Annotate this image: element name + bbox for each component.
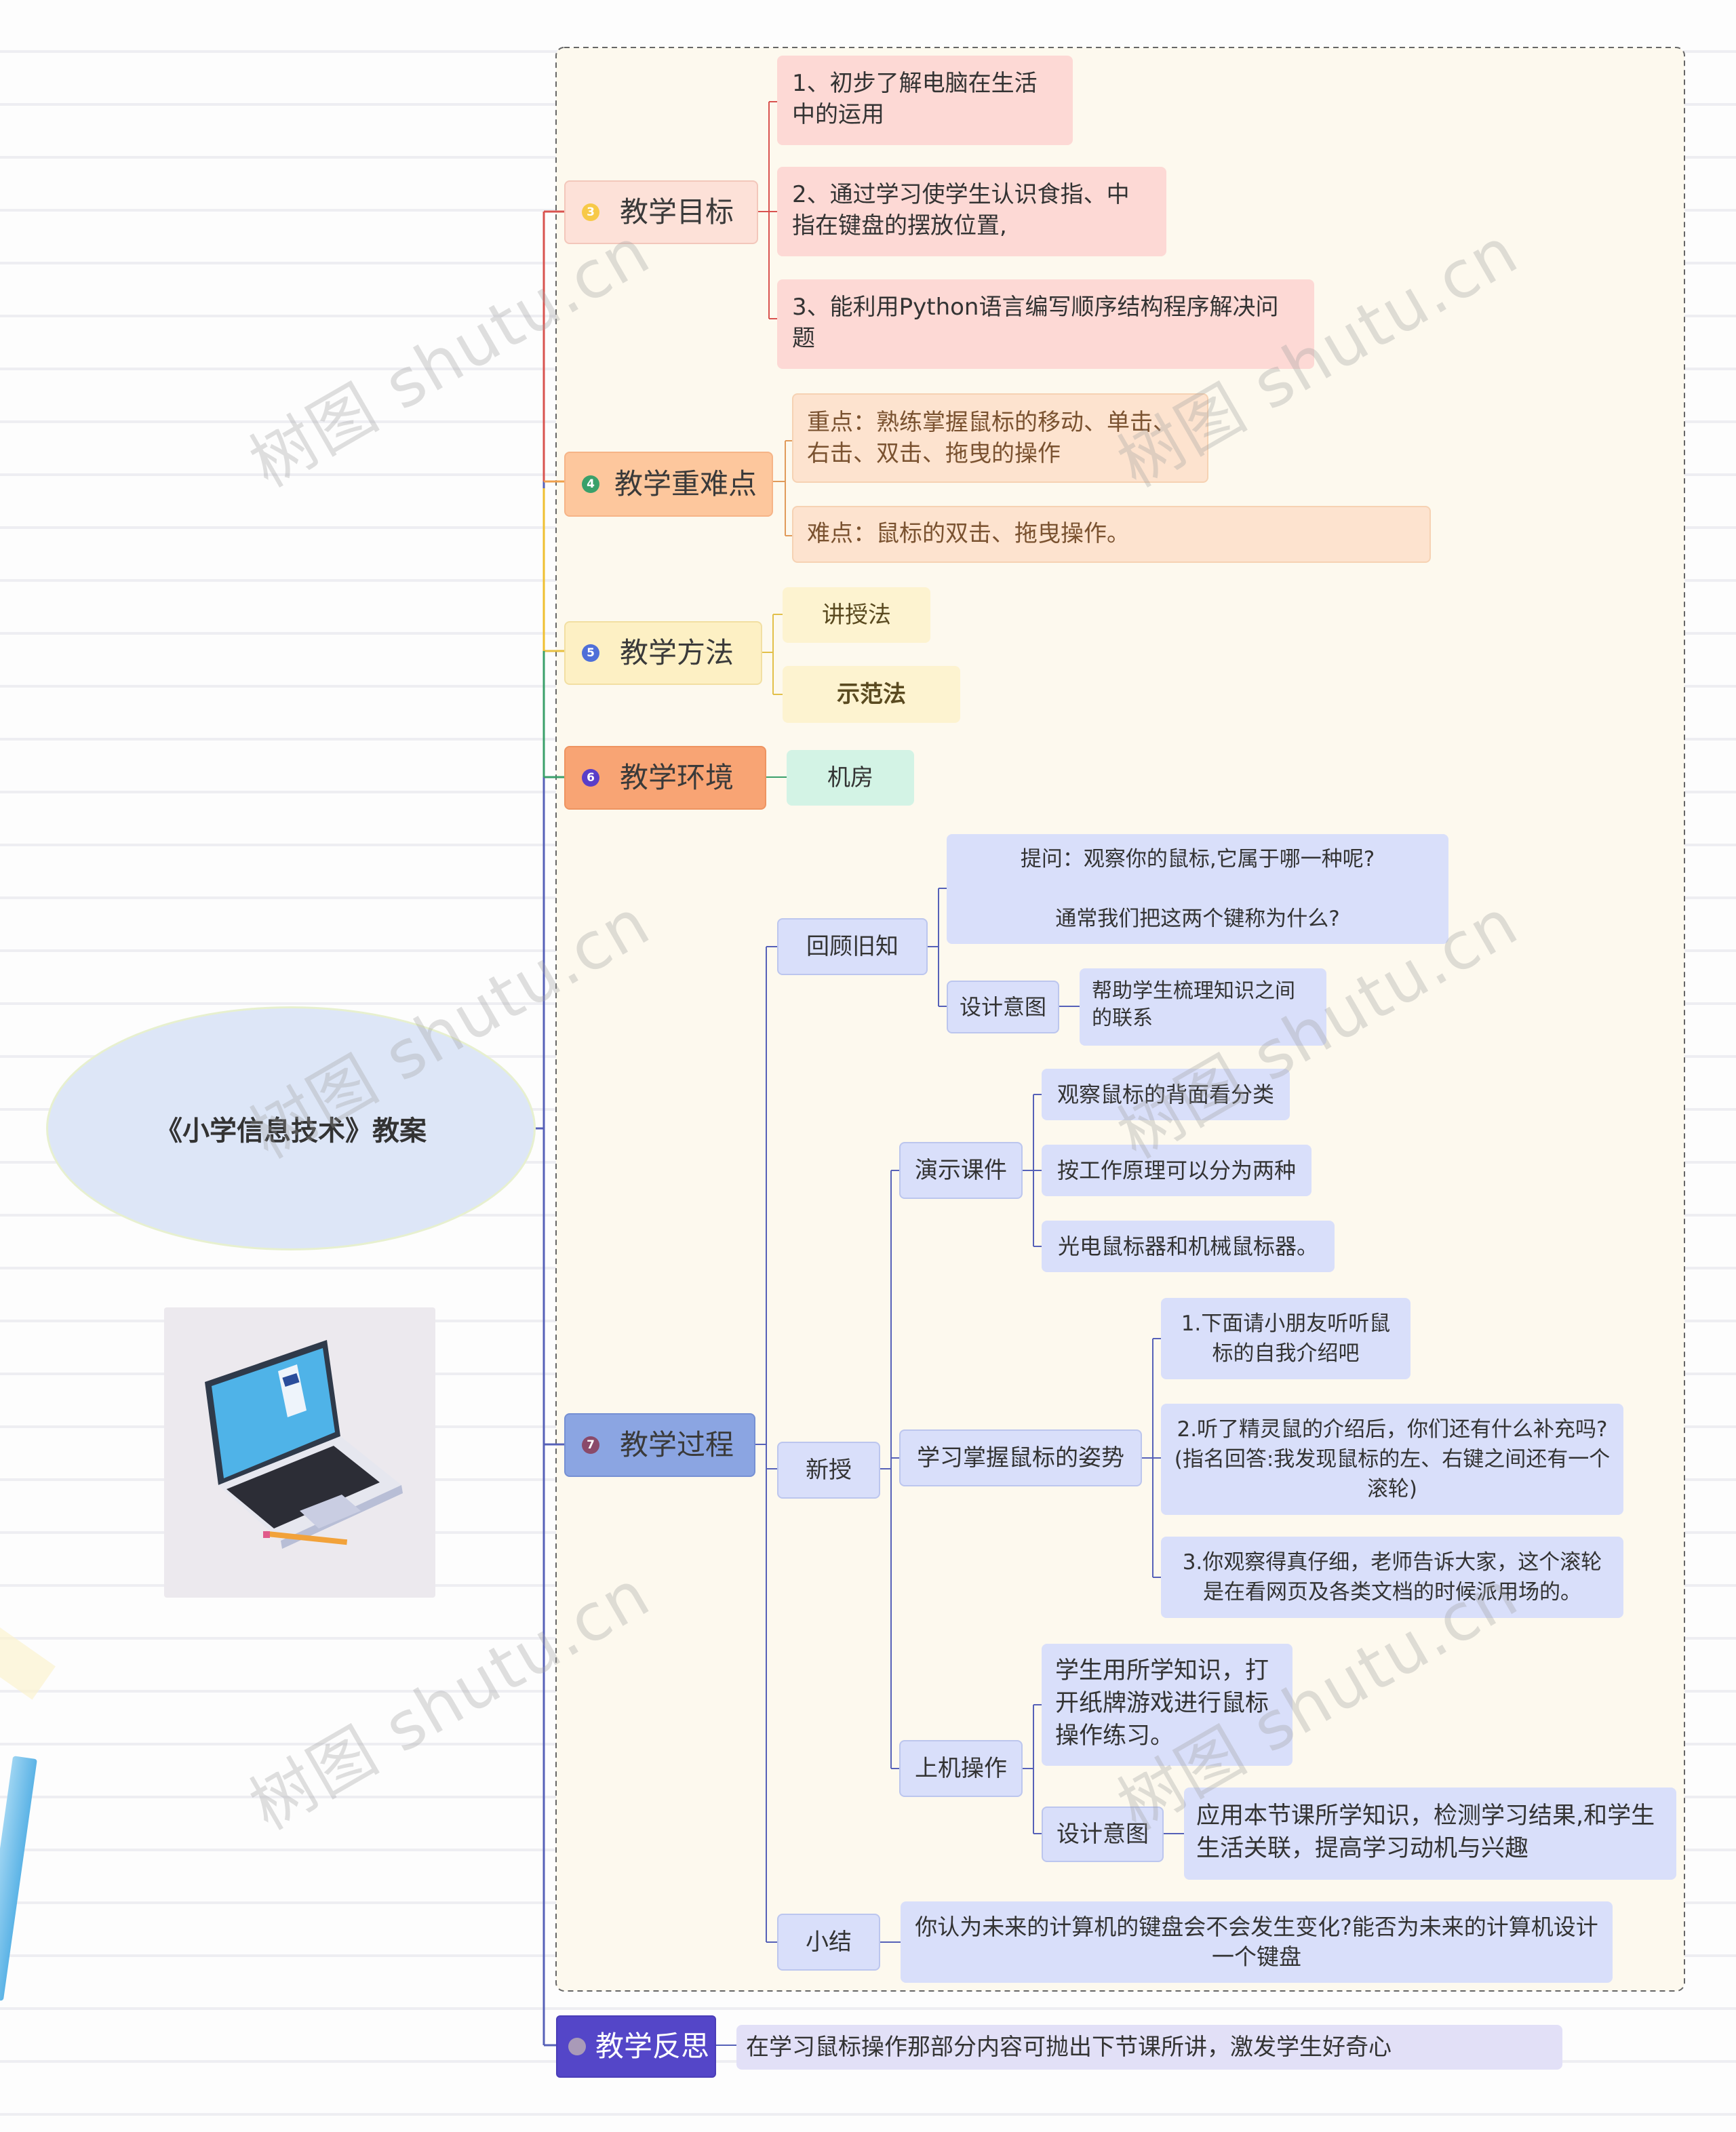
process-new[interactable]: 新授 xyxy=(777,1442,880,1499)
goal-item-1-text: 1、初步了解电脑在生活中的运用 xyxy=(792,70,1038,128)
process-summary[interactable]: 小结 xyxy=(777,1914,880,1971)
posture-item-1[interactable]: 1.下面请小朋友听听鼠标的自我介绍吧 xyxy=(1161,1298,1410,1379)
demo-item-2-text: 按工作原理可以分为两种 xyxy=(1057,1158,1296,1183)
method-item-1[interactable]: 讲授法 xyxy=(783,587,930,643)
review-question-text: 提问：观察你的鼠标,它属于哪一种呢? 通常我们把这两个键称为什么? xyxy=(1020,847,1375,931)
branch-process-label: 教学过程 xyxy=(620,1428,734,1461)
environment-item-1-text: 机房 xyxy=(827,764,873,791)
branch-environment[interactable]: 6 教学环境 xyxy=(564,746,766,810)
process-review-label: 回顾旧知 xyxy=(806,933,899,960)
demo-item-2[interactable]: 按工作原理可以分为两种 xyxy=(1042,1145,1311,1196)
review-intent-detail-text: 帮助学生梳理知识之间的联系 xyxy=(1092,979,1295,1030)
number-badge-icon: 4 xyxy=(582,475,599,493)
new-posture-label: 学习掌握鼠标的姿势 xyxy=(917,1444,1124,1472)
new-practice-label: 上机操作 xyxy=(915,1755,1007,1782)
number-badge-icon: 7 xyxy=(582,1436,599,1454)
number-badge-icon: 3 xyxy=(582,203,599,221)
practice-intent[interactable]: 设计意图 xyxy=(1042,1807,1164,1862)
demo-item-3[interactable]: 光电鼠标器和机械鼠标器。 xyxy=(1042,1221,1335,1272)
number-badge-icon: 5 xyxy=(582,644,599,662)
demo-item-1-text: 观察鼠标的背面看分类 xyxy=(1057,1082,1274,1107)
key-point-item-2[interactable]: 难点：鼠标的双击、拖曳操作。 xyxy=(792,506,1431,563)
demo-item-1[interactable]: 观察鼠标的背面看分类 xyxy=(1042,1069,1290,1120)
number-badge-icon: 6 xyxy=(582,769,599,787)
branch-methods[interactable]: 5 教学方法 xyxy=(564,621,762,685)
posture-item-3[interactable]: 3.你观察得真仔细，老师告诉大家，这个滚轮是在看网页及各类文档的时候派用场的。 xyxy=(1161,1537,1623,1618)
branch-key-points[interactable]: 4 教学重难点 xyxy=(564,452,773,517)
key-point-item-1[interactable]: 重点：熟练掌握鼠标的移动、单击、右击、双击、拖曳的操作 xyxy=(792,393,1208,483)
demo-item-3-text: 光电鼠标器和机械鼠标器。 xyxy=(1057,1233,1318,1259)
summary-item[interactable]: 你认为未来的计算机的键盘会不会发生变化?能否为未来的计算机设计一个键盘 xyxy=(901,1901,1613,1983)
goal-item-3-text: 3、能利用Python语言编写顺序结构程序解决问题 xyxy=(792,294,1279,352)
laptop-image xyxy=(164,1307,435,1598)
method-item-2[interactable]: 示范法 xyxy=(783,666,960,723)
review-intent-detail[interactable]: 帮助学生梳理知识之间的联系 xyxy=(1080,968,1326,1046)
posture-item-1-text: 1.下面请小朋友听听鼠标的自我介绍吧 xyxy=(1181,1311,1391,1366)
process-new-label: 新授 xyxy=(806,1457,852,1484)
branch-key-points-label: 教学重难点 xyxy=(614,467,757,500)
practice-item[interactable]: 学生用所学知识，打开纸牌游戏进行鼠标操作练习。 xyxy=(1042,1644,1293,1766)
branch-goals[interactable]: 3 教学目标 xyxy=(564,180,758,244)
central-topic[interactable]: 《小学信息技术》教案 xyxy=(46,1006,536,1250)
key-point-item-2-text: 难点：鼠标的双击、拖曳操作。 xyxy=(807,520,1130,547)
new-demo-label: 演示课件 xyxy=(915,1157,1007,1184)
method-item-2-text: 示范法 xyxy=(837,681,906,708)
laptop-icon xyxy=(205,1340,403,1549)
practice-intent-label: 设计意图 xyxy=(1057,1821,1149,1848)
goal-item-3[interactable]: 3、能利用Python语言编写顺序结构程序解决问题 xyxy=(777,279,1314,369)
method-item-1-text: 讲授法 xyxy=(822,601,891,629)
process-review[interactable]: 回顾旧知 xyxy=(777,918,928,975)
goal-item-2-text: 2、通过学习使学生认识食指、中指在键盘的摆放位置, xyxy=(792,181,1130,239)
number-badge-icon xyxy=(568,2038,586,2055)
reflection-item-text: 在学习鼠标操作那部分内容可抛出下节课所讲，激发学生好奇心 xyxy=(746,2034,1392,2061)
environment-item-1[interactable]: 机房 xyxy=(787,750,914,806)
practice-intent-detail-text: 应用本节课所学知识，检测学习结果,和学生生活关联，提高学习动机与兴趣 xyxy=(1196,1802,1655,1862)
central-topic-label: 《小学信息技术》教案 xyxy=(155,1116,427,1147)
review-intent-label: 设计意图 xyxy=(959,994,1046,1020)
branch-reflection[interactable]: 教学反思 xyxy=(556,2015,716,2078)
posture-item-2[interactable]: 2.听了精灵鼠的介绍后，你们还有什么补充吗?(指名回答:我发现鼠标的左、右键之间… xyxy=(1161,1404,1623,1515)
new-practice[interactable]: 上机操作 xyxy=(899,1740,1023,1797)
goal-item-2[interactable]: 2、通过学习使学生认识食指、中指在键盘的摆放位置, xyxy=(777,167,1166,256)
key-point-item-1-text: 重点：熟练掌握鼠标的移动、单击、右击、双击、拖曳的操作 xyxy=(807,409,1176,467)
posture-item-3-text: 3.你观察得真仔细，老师告诉大家，这个滚轮是在看网页及各类文档的时候派用场的。 xyxy=(1182,1550,1602,1604)
summary-item-text: 你认为未来的计算机的键盘会不会发生变化?能否为未来的计算机设计一个键盘 xyxy=(915,1914,1598,1970)
process-summary-label: 小结 xyxy=(806,1929,852,1956)
branch-methods-label: 教学方法 xyxy=(620,636,734,669)
practice-item-text: 学生用所学知识，打开纸牌游戏进行鼠标操作练习。 xyxy=(1055,1657,1269,1750)
new-demo[interactable]: 演示课件 xyxy=(899,1142,1023,1199)
posture-item-2-text: 2.听了精灵鼠的介绍后，你们还有什么补充吗?(指名回答:我发现鼠标的左、右键之间… xyxy=(1174,1417,1611,1501)
branch-environment-label: 教学环境 xyxy=(620,761,734,794)
goal-item-1[interactable]: 1、初步了解电脑在生活中的运用 xyxy=(777,56,1073,145)
practice-intent-detail[interactable]: 应用本节课所学知识，检测学习结果,和学生生活关联，提高学习动机与兴趣 xyxy=(1184,1788,1676,1880)
new-posture[interactable]: 学习掌握鼠标的姿势 xyxy=(899,1429,1142,1486)
branch-reflection-label: 教学反思 xyxy=(595,2030,710,2063)
branch-process[interactable]: 7 教学过程 xyxy=(564,1413,755,1477)
review-question[interactable]: 提问：观察你的鼠标,它属于哪一种呢? 通常我们把这两个键称为什么? xyxy=(947,834,1448,944)
reflection-item[interactable]: 在学习鼠标操作那部分内容可抛出下节课所讲，激发学生好奇心 xyxy=(736,2025,1562,2070)
review-intent[interactable]: 设计意图 xyxy=(947,981,1059,1033)
branch-goals-label: 教学目标 xyxy=(620,195,734,229)
